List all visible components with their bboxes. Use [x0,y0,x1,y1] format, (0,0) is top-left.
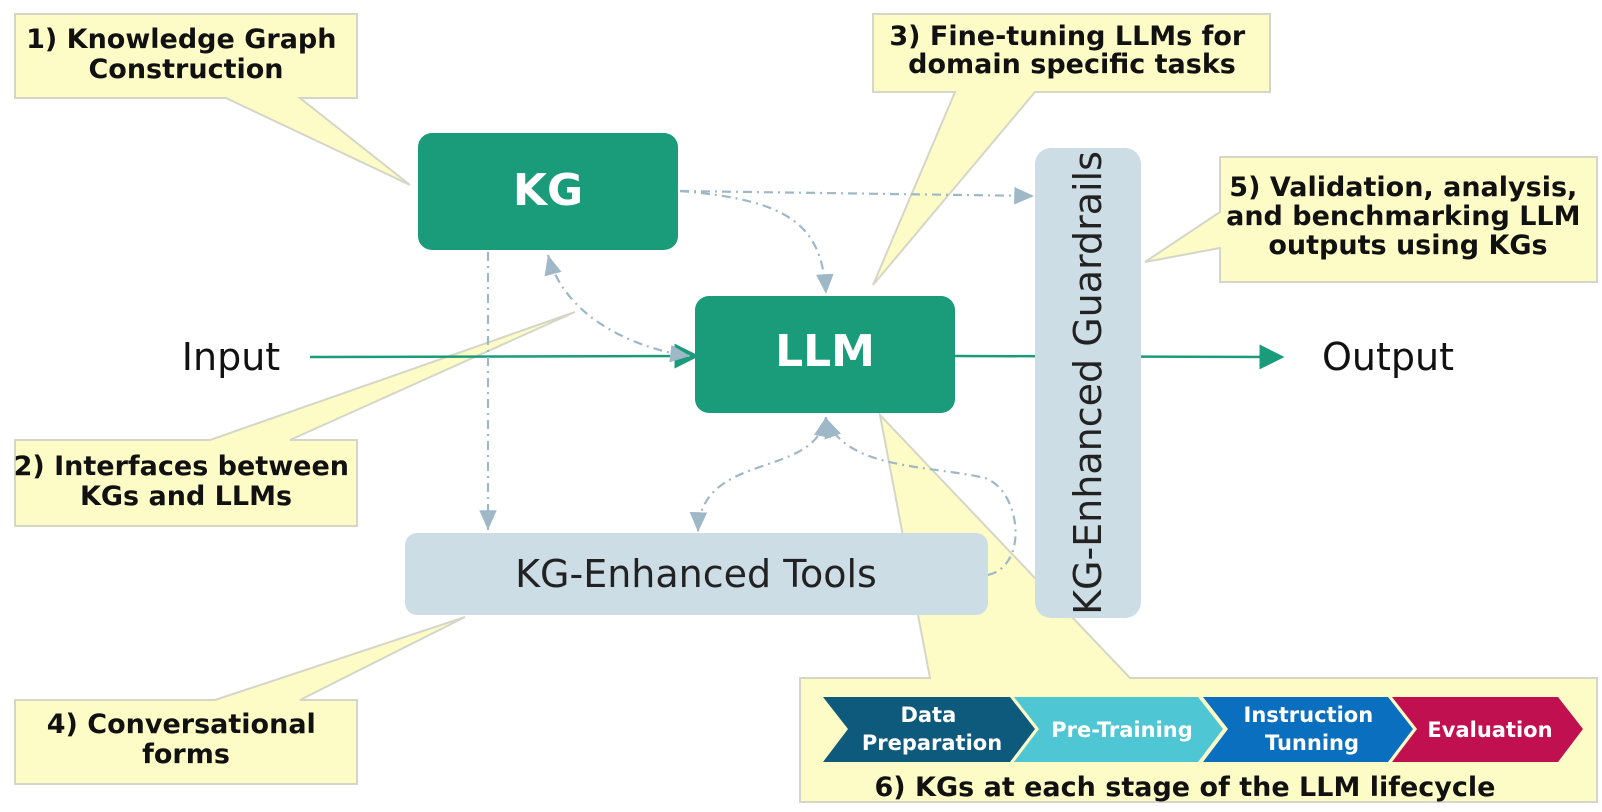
kg-to-guardrails-arrow [679,186,1035,205]
callout-3: 3) Fine-tuning LLMs for domain specific … [872,13,1271,286]
stage-1-line1: Data [900,703,956,727]
tools-to-llm-arrow [824,417,1017,577]
input-label: Input [182,335,280,379]
callout-5-line1: 5) Validation, analysis, [1229,172,1577,203]
kg-llm-interface-arrow [544,254,691,363]
callout-1: 1) Knowledge Graph Construction [14,13,411,186]
callout-6-text: 6) KGs at each stage of the LLM lifecycl… [875,772,1496,803]
llm-tools-arrow [689,416,832,533]
callout-5-text: 5) Validation, analysis, and benchmarkin… [1226,172,1590,261]
output-label: Output [1322,335,1454,379]
lifecycle-stage-evaluation: Evaluation [1392,697,1583,762]
callout-4-text: 4) Conversational forms [47,709,325,770]
guardrails-block: KG-Enhanced Guardrails [1035,148,1141,618]
callout-4-line1: 4) Conversational [47,709,316,740]
kg-label: KG [513,165,583,216]
stage-4-label: Evaluation [1427,718,1552,742]
callout-1-line1: 1) Knowledge Graph [26,24,336,55]
lifecycle-stage-pre-training: Pre-Training [1014,697,1223,762]
callout-5: 5) Validation, analysis, and benchmarkin… [1144,156,1598,283]
stage-1-line2: Preparation [862,731,1002,755]
callout-2-text: 2) Interfaces between KGs and LLMs [14,451,359,512]
lifecycle-stage-data-preparation: Data Preparation [823,697,1035,762]
callout-2: 2) Interfaces between KGs and LLMs [14,311,576,527]
callout-4: 4) Conversational forms [14,616,466,785]
lifecycle-chevrons: Data Preparation Pre-Training Instructio… [823,697,1583,762]
callout-2-line1: 2) Interfaces between [14,451,349,482]
callout-1-text: 1) Knowledge Graph Construction [26,24,346,85]
tools-label: KG-Enhanced Tools [515,552,877,596]
callout-1-line2: Construction [88,54,283,85]
callout-3-line1: 3) Fine-tuning LLMs for [889,21,1246,52]
guardrails-label: KG-Enhanced Guardrails [1066,151,1110,615]
callout-3-text: 3) Fine-tuning LLMs for domain specific … [889,21,1254,80]
stage-3-line1: Instruction [1244,703,1374,727]
stage-3-line2: Tunning [1265,731,1359,755]
kg-block: KG [418,133,678,250]
svg-text:Instruction Tunning: Instruction Tunning [1244,703,1381,755]
callout-5-line2: and benchmarking LLM [1226,201,1580,232]
tools-block: KG-Enhanced Tools [405,533,988,615]
callout-5-line3: outputs using KGs [1268,230,1547,261]
llm-block: LLM [695,296,955,413]
input-arrow [309,343,700,369]
lifecycle-stage-instruction-tunning: Instruction Tunning [1203,697,1413,762]
dashed-arrows [479,186,1035,577]
callout-3-line2: domain specific tasks [908,49,1236,80]
callout-4-line2: forms [142,739,230,770]
llm-label: LLM [775,326,875,377]
callout-2-line2: KGs and LLMs [80,481,292,512]
svg-text:Data Preparation: Data Preparation [862,703,1002,755]
kg-to-llm-arrow [679,189,834,295]
stage-2-label: Pre-Training [1051,718,1193,742]
